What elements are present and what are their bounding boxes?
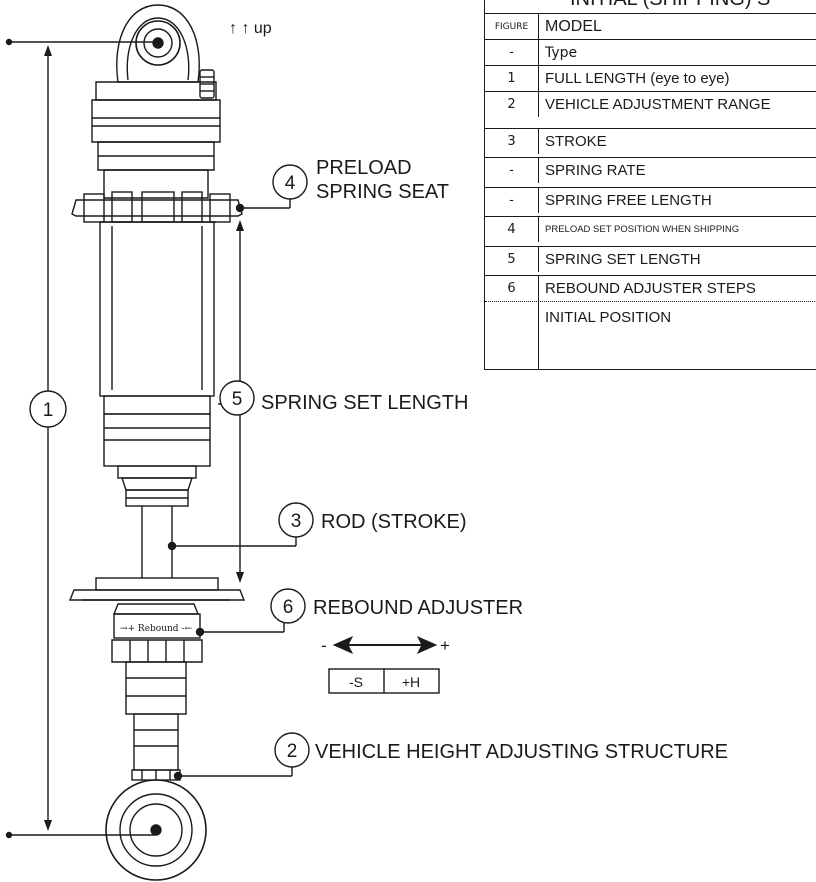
bottom-eye — [105, 779, 207, 881]
table-cell-desc: FULL LENGTH (eye to eye) — [545, 70, 730, 87]
table-cell-figure: 1 — [485, 66, 539, 91]
adjust-plus-sign: + — [440, 636, 450, 655]
adjust-direction-arrow — [332, 635, 438, 655]
table-header-row: FIGURE MODEL — [485, 13, 816, 39]
callout-circle-2 — [274, 732, 310, 768]
callout-number-3: 3 — [291, 511, 302, 532]
top-reservoir-head — [91, 81, 221, 199]
table-cell-figure: - — [485, 158, 539, 183]
full-length-dimension — [5, 38, 155, 839]
vehicle-height-label: VEHICLE HEIGHT ADJUSTING STRUCTURE — [315, 741, 728, 763]
table-cell-figure: 5 — [485, 247, 539, 272]
piston-rod — [141, 506, 297, 578]
callout-circle-3 — [278, 502, 314, 538]
table-row: 4 PRELOAD SET POSITION WHEN SHIPPING — [485, 216, 816, 242]
table-cell-figure: 4 — [485, 217, 539, 242]
table-cell-desc: SPRING SET LENGTH — [545, 251, 701, 268]
lower-body — [125, 661, 293, 781]
lower-spring-seat — [68, 577, 246, 601]
table-title: INITIAL (SHIPPING) S — [570, 0, 770, 11]
table-cell-figure: 2 — [485, 92, 539, 117]
preload-spring-seat-part — [71, 191, 243, 223]
rod-stroke-label: ROD (STROKE) — [321, 511, 467, 533]
table-cell-figure: 3 — [485, 129, 539, 154]
table-cell-desc: REBOUND ADJUSTER STEPS — [545, 280, 756, 297]
table-row: 5 SPRING SET LENGTH — [485, 246, 816, 272]
rebound-adjuster-part — [111, 603, 285, 663]
preload-label-line2: SPRING SEAT — [316, 181, 449, 203]
table-cell-desc: Type — [545, 44, 578, 61]
callout-circle-5 — [219, 380, 255, 416]
callout-number-4: 4 — [285, 173, 296, 194]
spring-set-length-label: SPRING SET LENGTH — [261, 392, 468, 414]
up-label: ↑ ↑ up — [229, 20, 272, 37]
callout-circle-6 — [270, 588, 306, 624]
table-cell-figure: - — [485, 188, 539, 213]
table-cell-desc: PRELOAD SET POSITION WHEN SHIPPING — [545, 224, 740, 235]
callout-circle-1 — [29, 390, 67, 428]
initial-settings-table: INITIAL (SHIPPING) S FIGURE MODEL - Type… — [484, 0, 816, 370]
table-row: 1 FULL LENGTH (eye to eye) — [485, 65, 816, 91]
table-row: 6 REBOUND ADJUSTER STEPS — [485, 275, 816, 301]
table-row: - SPRING RATE — [485, 157, 816, 183]
table-cell-figure — [485, 302, 539, 369]
rebound-ring-text: →+ Rebound -← — [120, 624, 192, 634]
soft-label: -S — [349, 674, 363, 690]
adjust-minus-sign: - — [321, 636, 327, 655]
table-cell-desc: SPRING FREE LENGTH — [545, 192, 712, 209]
table-row: INITIAL POSITION — [485, 301, 816, 369]
preload-leader — [235, 198, 291, 213]
table-cell-desc: SPRING RATE — [545, 162, 646, 179]
table-cell-figure: - — [485, 40, 539, 65]
callout-number-6: 6 — [283, 597, 294, 618]
table-cell-desc: VEHICLE ADJUSTMENT RANGE — [545, 96, 771, 113]
rebound-adjuster-label: REBOUND ADJUSTER — [313, 597, 523, 619]
damper-body — [99, 221, 215, 507]
table-cell-desc: INITIAL POSITION — [545, 308, 672, 326]
table-row: - SPRING FREE LENGTH — [485, 187, 816, 213]
table-row: - Type — [485, 39, 816, 65]
callout-number-1: 1 — [43, 400, 54, 421]
table-header-model: MODEL — [545, 17, 602, 35]
hard-label: +H — [402, 674, 420, 690]
table-row: 3 STROKE — [485, 128, 816, 154]
table-cell-figure: 6 — [485, 276, 539, 301]
callout-number-2: 2 — [287, 741, 298, 762]
callout-circle-4 — [272, 164, 308, 200]
table-cell-desc: STROKE — [545, 133, 607, 150]
callout-number-5: 5 — [232, 389, 243, 410]
preload-label-line1: PRELOAD — [316, 157, 412, 179]
soft-hard-box — [328, 668, 440, 694]
top-eye — [116, 4, 215, 99]
table-header-figure: FIGURE — [485, 14, 539, 39]
table-row: 2 VEHICLE ADJUSTMENT RANGE — [485, 91, 816, 117]
